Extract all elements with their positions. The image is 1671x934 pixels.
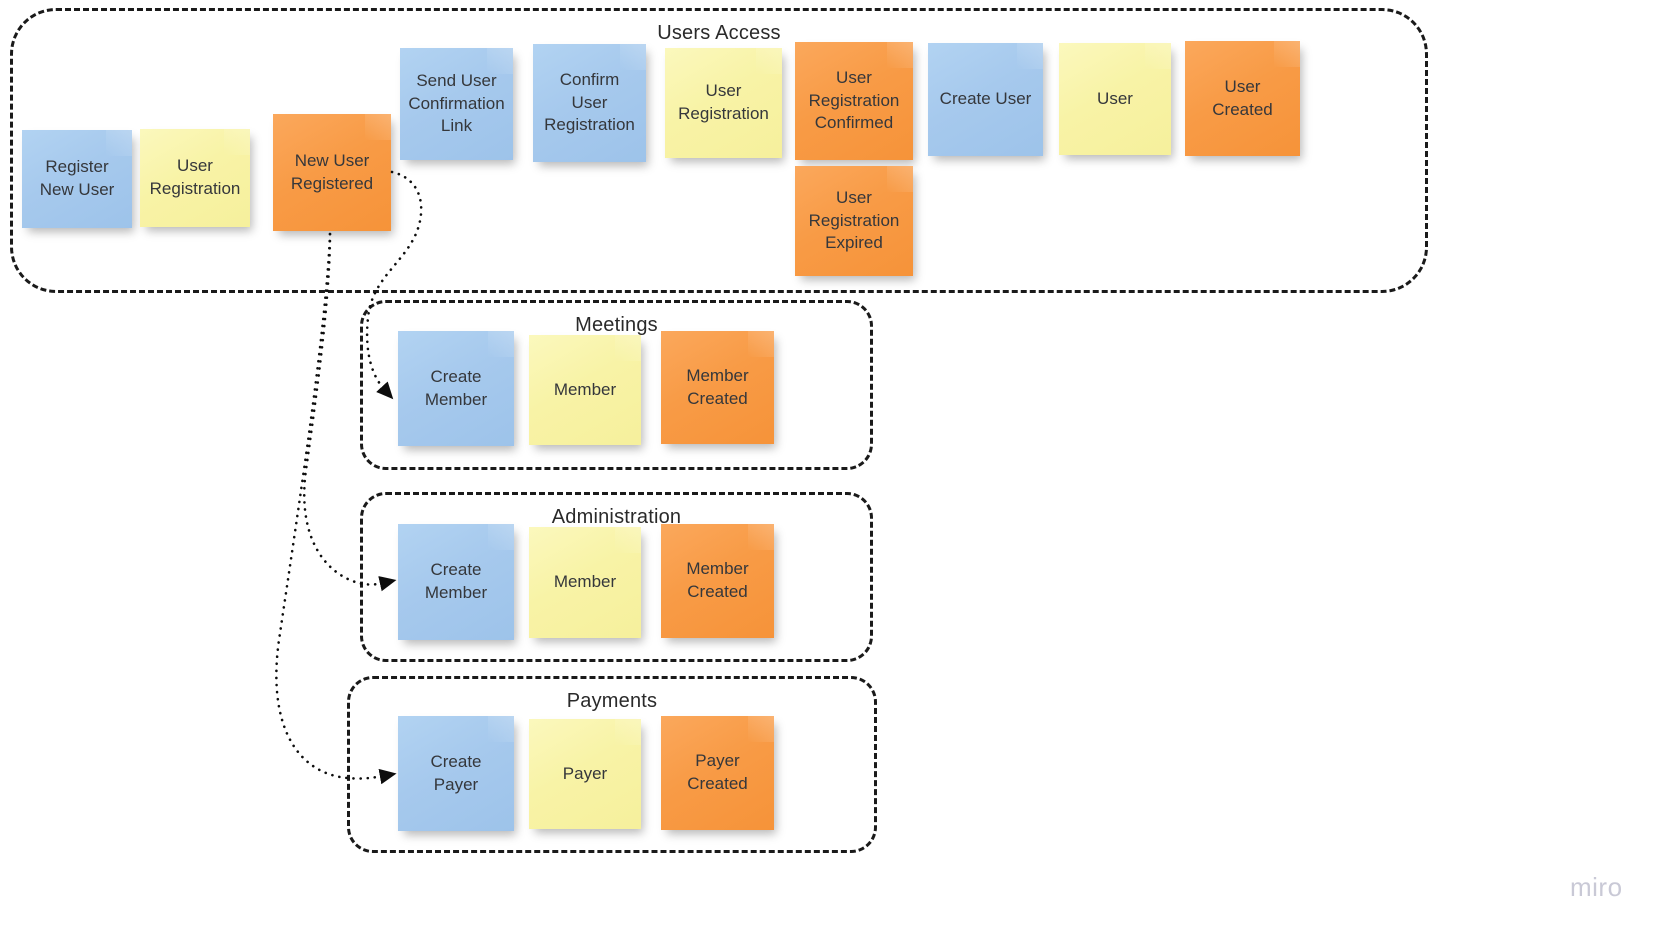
sticky-note-meetings-create-member[interactable]: Create Member xyxy=(398,331,514,446)
sticky-note-label: Send User Confirmation Link xyxy=(408,70,505,136)
sticky-note-label: Create Member xyxy=(424,366,488,409)
sticky-note-create-user[interactable]: Create User xyxy=(928,43,1043,156)
sticky-note-user-registration-aggregate-1[interactable]: User Registration xyxy=(140,129,250,227)
sticky-note-new-user-registered[interactable]: New User Registered xyxy=(273,114,391,231)
sticky-note-user-registration-expired[interactable]: User Registration Expired xyxy=(795,166,913,276)
sticky-note-label: Create User xyxy=(939,89,1032,109)
sticky-note-label: Confirm User Registration xyxy=(544,69,635,135)
context-title-meetings: Meetings xyxy=(575,314,658,336)
sticky-note-label: User Registration xyxy=(149,156,241,198)
sticky-note-label: User Registration Confirmed xyxy=(808,67,900,133)
context-users-access xyxy=(10,8,1428,293)
miro-watermark: miro xyxy=(1570,872,1623,902)
sticky-note-label: Create Payer xyxy=(430,751,482,794)
sticky-note-label: Create Member xyxy=(424,560,488,602)
sticky-note-payments-payer[interactable]: Payer xyxy=(529,719,641,829)
sticky-note-label: User Registration Expired xyxy=(808,187,900,253)
context-title-users-access: Users Access xyxy=(657,22,781,44)
sticky-note-label: Member Created xyxy=(686,365,749,408)
sticky-note-label: User Registration xyxy=(678,81,769,123)
sticky-note-user-registration-aggregate-2[interactable]: User Registration xyxy=(665,48,782,158)
sticky-note-meetings-member[interactable]: Member xyxy=(529,335,641,445)
sticky-note-register-new-user[interactable]: Register New User xyxy=(22,130,132,228)
sticky-note-user-created[interactable]: User Created xyxy=(1185,41,1300,156)
sticky-note-label: Member xyxy=(553,572,617,592)
sticky-note-payments-payer-created[interactable]: Payer Created xyxy=(661,716,774,830)
sticky-note-administration-member-created[interactable]: Member Created xyxy=(661,524,774,638)
sticky-note-label: Payer xyxy=(562,763,608,783)
sticky-note-label: Payer Created xyxy=(687,751,748,793)
sticky-note-payments-create-payer[interactable]: Create Payer xyxy=(398,716,514,831)
context-title-administration: Administration xyxy=(551,506,682,528)
sticky-note-label: User xyxy=(1097,88,1133,108)
sticky-note-label: Register New User xyxy=(39,157,115,199)
sticky-note-label: New User Registered xyxy=(290,150,374,193)
sticky-note-label: Member xyxy=(553,379,617,399)
sticky-note-confirm-user-registration[interactable]: Confirm User Registration xyxy=(533,44,646,162)
context-title-payments: Payments xyxy=(566,690,658,712)
sticky-note-label: Member Created xyxy=(686,559,749,601)
sticky-note-user-registration-confirmed[interactable]: User Registration Confirmed xyxy=(795,42,913,160)
sticky-note-administration-create-member[interactable]: Create Member xyxy=(398,524,514,640)
sticky-note-user-aggregate[interactable]: User xyxy=(1059,43,1171,155)
sticky-note-send-user-confirmation-link[interactable]: Send User Confirmation Link xyxy=(400,48,513,160)
sticky-note-meetings-member-created[interactable]: Member Created xyxy=(661,331,774,444)
sticky-note-administration-member[interactable]: Member xyxy=(529,527,641,638)
sticky-note-label: User Created xyxy=(1212,76,1273,119)
